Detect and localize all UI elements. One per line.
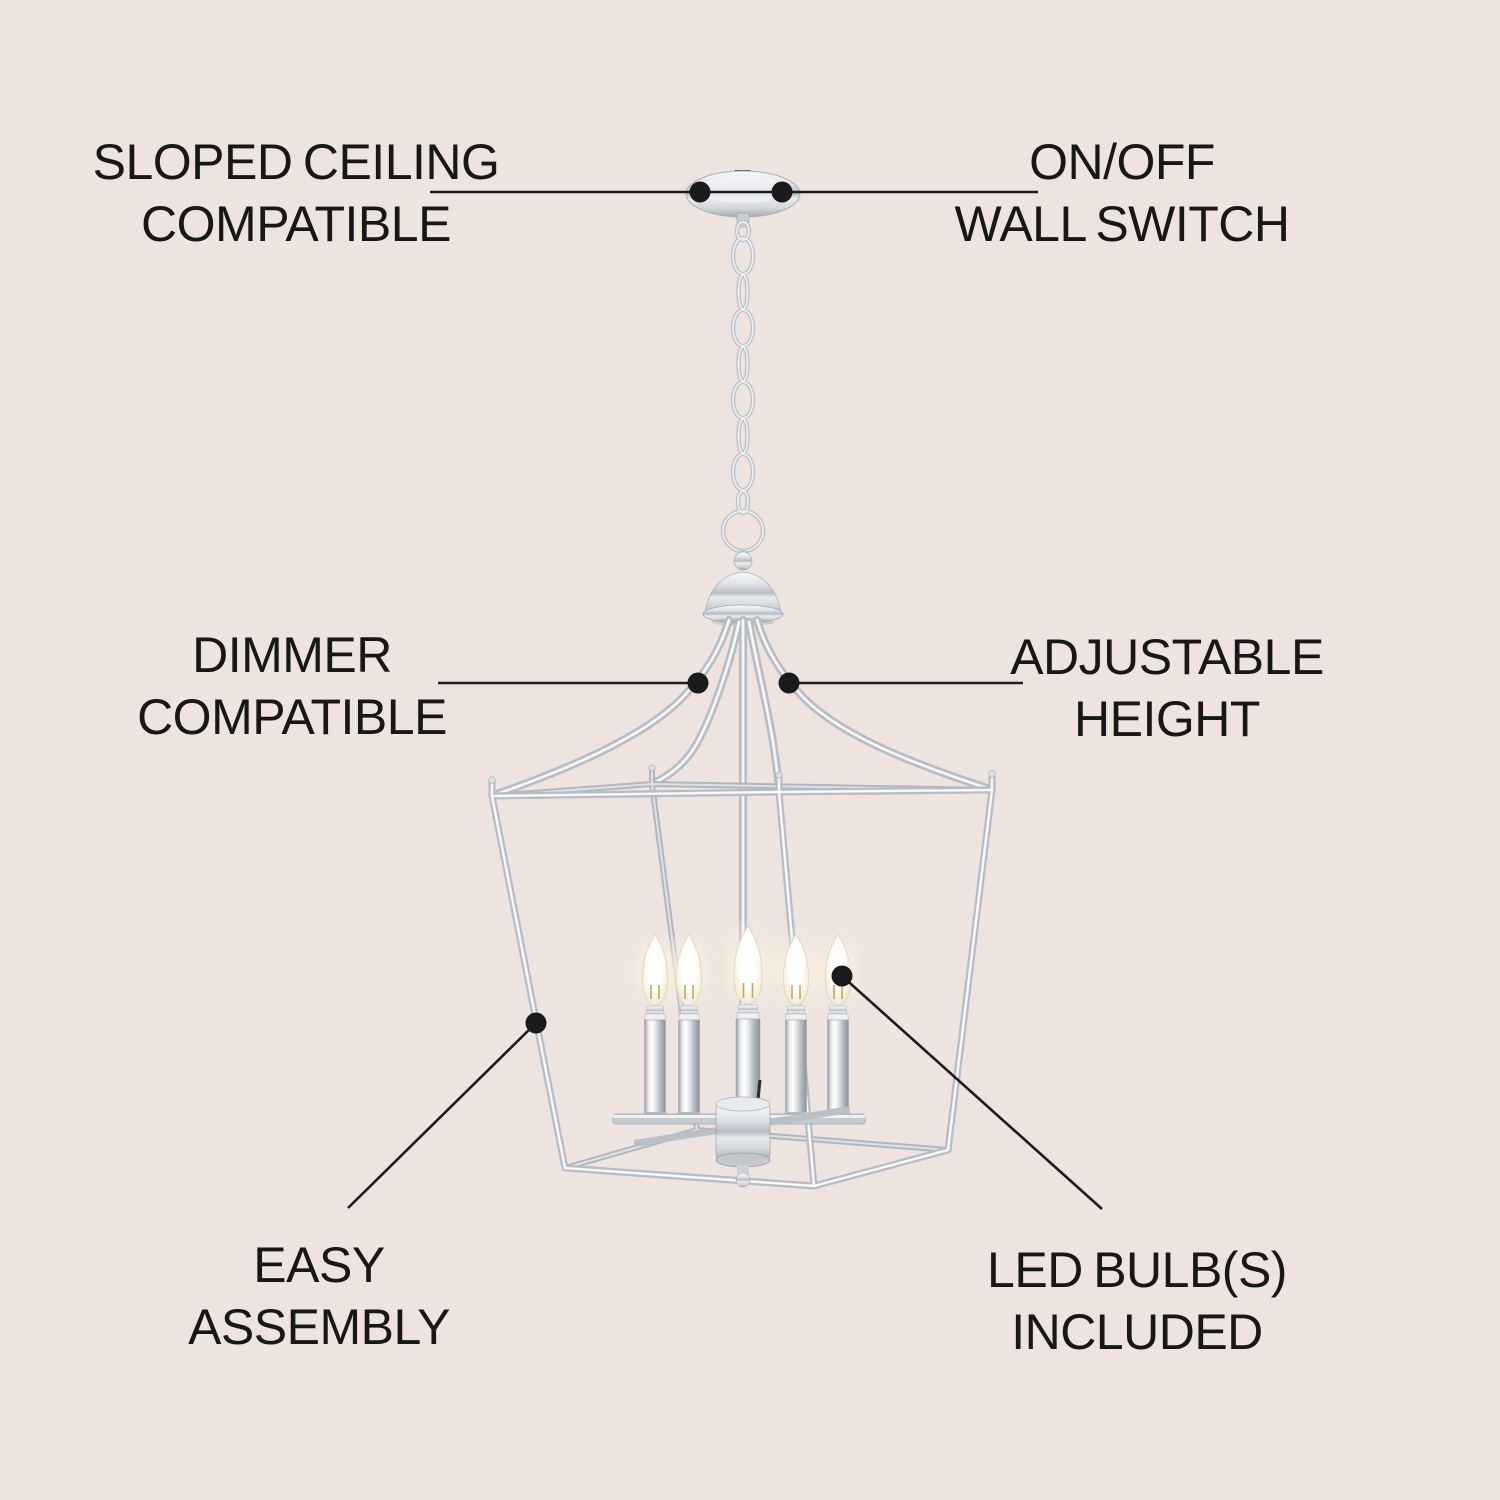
- feature-label-line: DIMMER: [192, 627, 392, 683]
- feature-label-line: INCLUDED: [1011, 1304, 1263, 1360]
- candle-bulb: [624, 925, 686, 1120]
- candle-bulb: [807, 925, 869, 1120]
- candle-bulb-center: [714, 917, 782, 1107]
- feature-label-line: EASY: [253, 1237, 385, 1293]
- feature-label-line: SLOPED CEILING: [92, 134, 500, 190]
- callout-line-led: [841, 975, 1103, 1210]
- feature-label-line: LED BULB(S): [987, 1242, 1287, 1298]
- feature-label-line: ASSEMBLY: [188, 1299, 450, 1355]
- feature-label-adjustable: ADJUSTABLE HEIGHT: [1010, 626, 1324, 750]
- corner-pin: [775, 771, 783, 779]
- feature-label-line: WALL SWITCH: [954, 196, 1290, 252]
- feature-label-line: COMPATIBLE: [141, 196, 451, 252]
- callout-dot-wall-switch: [771, 181, 793, 203]
- finial-cap: [702, 549, 784, 626]
- feature-label-line: HEIGHT: [1074, 691, 1260, 747]
- lantern-cage: [488, 764, 996, 1186]
- feature-label-sloped-ceiling: SLOPED CEILING COMPATIBLE: [93, 131, 500, 255]
- callout-dot-led: [831, 965, 853, 987]
- feature-label-wall-switch: ON/OFF WALL SWITCH: [954, 131, 1290, 255]
- feature-label-assembly: EASY ASSEMBLY: [188, 1234, 450, 1358]
- corner-pin: [488, 776, 496, 784]
- callout-dot-sloped-ceiling: [689, 181, 711, 203]
- feature-label-led: LED BULB(S) INCLUDED: [987, 1239, 1287, 1363]
- feature-label-line: ON/OFF: [1029, 134, 1215, 190]
- callout-dot-adjustable: [778, 672, 800, 694]
- feature-label-dimmer: DIMMER COMPATIBLE: [137, 624, 447, 748]
- callout-annotations: [347, 181, 1103, 1210]
- callout-dot-assembly: [525, 1012, 547, 1034]
- hanging-chain: [723, 222, 763, 551]
- center-hub: [612, 1079, 866, 1188]
- corner-pin: [648, 764, 656, 772]
- feature-label-line: ADJUSTABLE: [1010, 629, 1324, 685]
- corner-pin: [988, 770, 996, 778]
- candle-bulbs: [624, 917, 869, 1120]
- feature-label-line: COMPATIBLE: [137, 689, 447, 745]
- callout-line-assembly: [347, 1022, 537, 1209]
- callout-dot-dimmer: [687, 672, 709, 694]
- ceiling-canopy: [685, 170, 801, 228]
